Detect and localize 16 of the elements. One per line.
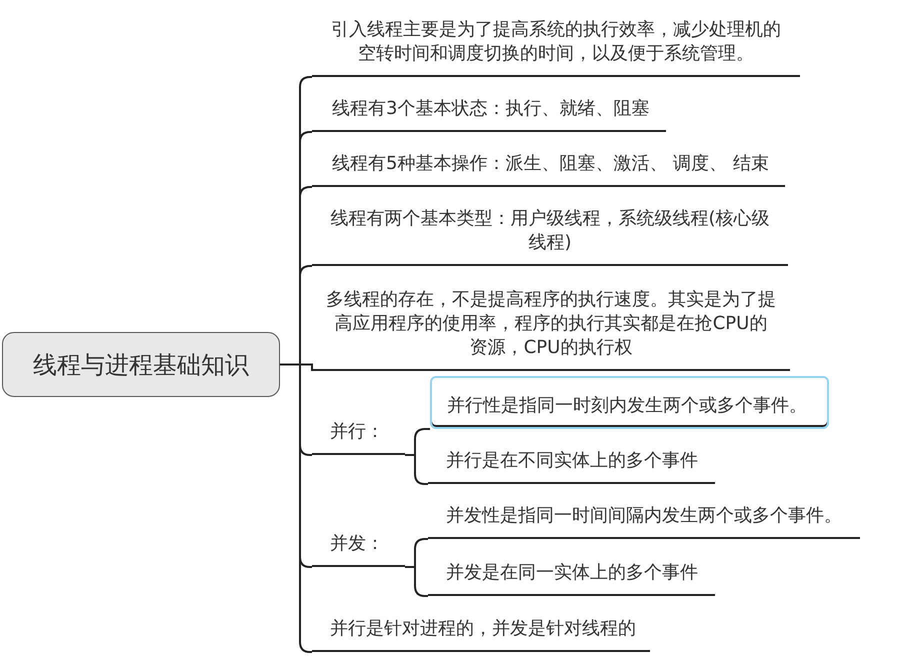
root-topic-text: 线程与进程基础知识 — [33, 350, 249, 380]
topic-text: 线程有5种基本操作：派生、阻塞、激活、 调度、 结束 — [332, 152, 770, 176]
topic-text: 并发： — [330, 532, 385, 556]
topic-text: 并发性是指同一时间间隔内发生两个或多个事件。 — [446, 504, 843, 528]
connector-line — [280, 364, 312, 653]
topic-text: 线程有两个基本类型：用户级线程，系统级线程(核心级线程) — [329, 207, 771, 255]
topic-text: 引入线程主要是为了提高系统的执行效率，减少处理机的空转时间和调度切换的时间，以及便于系统管理。 — [330, 18, 782, 66]
root-topic-box — [2, 332, 280, 397]
topic-text: 并发是在同一实体上的多个事件 — [446, 561, 699, 585]
topic-text: 线程有3个基本状态：执行、就绪、阻塞 — [332, 97, 650, 121]
topic-text: 并行： — [330, 420, 385, 444]
selected-topic-node — [430, 376, 829, 429]
topic-text: 并行是针对进程的，并发是针对线程的 — [330, 617, 637, 641]
topic-text: 并行性是指同一时刻内发生两个或多个事件。 — [447, 394, 808, 418]
topic-text: 多线程的存在，不是提高程序的执行速度。其实是为了提高应用程序的使用率，程序的执行其实都是在抢CPU的资源，CPU的执行权 — [326, 288, 776, 360]
topic-text: 并行是在不同实体上的多个事件 — [446, 449, 699, 473]
